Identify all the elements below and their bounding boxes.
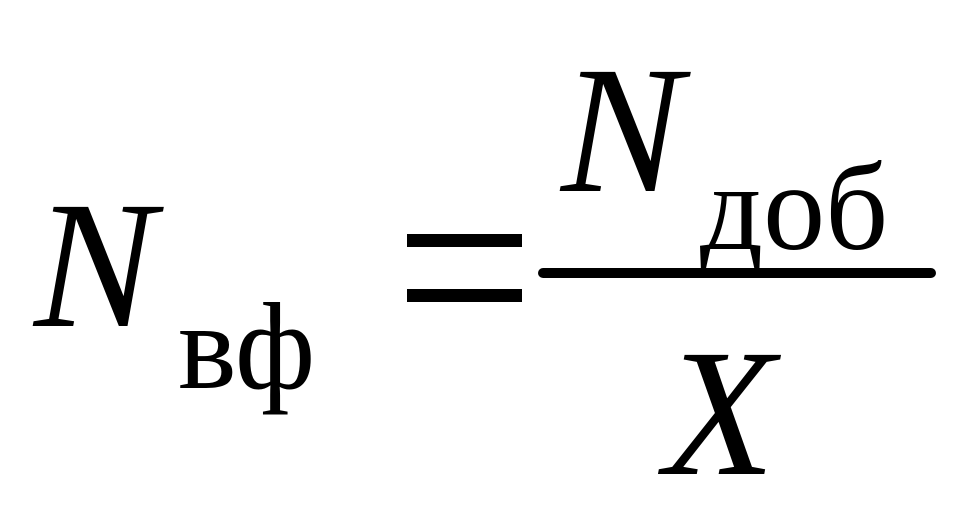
numerator-subscript: доб xyxy=(700,139,889,276)
fraction-bar xyxy=(538,268,936,278)
lhs-variable: N xyxy=(34,165,156,366)
equals-top-bar xyxy=(407,234,522,247)
equals-bottom-bar xyxy=(407,289,522,302)
numerator-variable: N xyxy=(561,30,683,231)
lhs-subscript: вф xyxy=(178,278,316,415)
denominator-variable: X xyxy=(664,313,776,514)
